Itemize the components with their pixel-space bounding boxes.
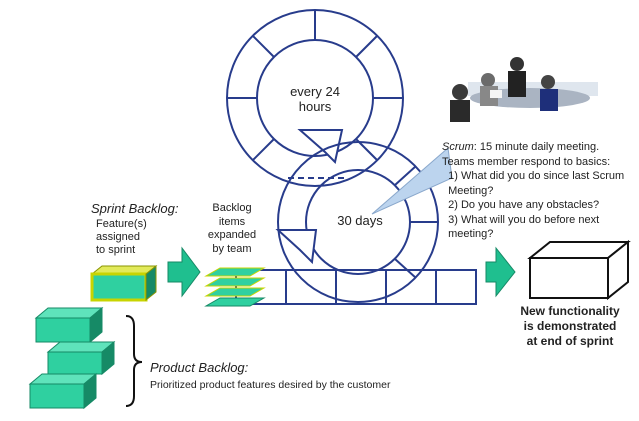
result-label: New functionality is demonstrated at end… — [506, 304, 634, 349]
scrum-callout-line3: Meeting? — [442, 184, 494, 197]
scrum-callout-title: Scrum: 15 minute daily meeting. — [442, 140, 636, 155]
scrum-callout-title-word: Scrum — [442, 141, 474, 153]
sprint-track — [235, 269, 477, 305]
scrum-callout-line4: 2) Do you have any obstacles? — [442, 199, 600, 211]
sprint-backlog-desc-line2: assigned — [96, 231, 141, 243]
scrum-callout-line6: meeting? — [442, 228, 494, 240]
product-backlog-title: Product Backlog: — [150, 360, 249, 375]
sprint-backlog-desc: Feature(s) assigned to sprint — [96, 218, 156, 257]
product-backlog-bracket — [125, 315, 143, 407]
result-box — [527, 239, 631, 301]
expanded-items-line1: Backlog — [212, 202, 252, 214]
scrum-callout-pointer — [371, 147, 453, 215]
result-label-line2: is demonstrated — [523, 319, 617, 333]
expanded-items-line4: by team — [212, 242, 252, 255]
daily-cycle-label-line1: every 24 — [290, 84, 340, 99]
result-label-line3: at end of sprint — [526, 334, 614, 348]
result-label-line1: New functionality — [520, 304, 620, 318]
sprint-backlog-desc-line1: Feature(s) — [96, 218, 147, 230]
expanded-items-line3: expanded — [207, 229, 257, 241]
scrum-callout-line5: 3) What will you do before next — [442, 213, 600, 226]
product-backlog-desc: Prioritized product features desired by … — [150, 379, 391, 391]
daily-cycle-label-line2: hours — [298, 99, 332, 114]
expanded-items-stack — [204, 267, 266, 307]
sprint-cycle-segments — [394, 165, 438, 279]
scrum-callout-title-rest: : 15 minute daily meeting. — [473, 141, 600, 153]
sprint-cycle-label: 30 days — [337, 213, 383, 228]
sprint-cycle-arrow — [275, 229, 318, 265]
expanded-items-line2: items — [218, 215, 246, 228]
result-arrow — [485, 246, 516, 298]
daily-cycle-label: every 24 hours — [278, 84, 352, 114]
scrum-callout: Scrum: 15 minute daily meeting. Teams me… — [442, 140, 636, 242]
scrum-callout-line2: 1) What did you do since last Scrum — [442, 170, 625, 182]
sprint-backlog-box — [90, 264, 158, 302]
sprint-backlog-arrow — [167, 246, 201, 298]
sprint-backlog-title: Sprint Backlog: — [91, 201, 179, 216]
product-backlog-blocks — [28, 306, 116, 410]
expanded-items-label: Backlog items expanded by team — [200, 202, 264, 256]
meeting-people-icon — [450, 57, 598, 122]
scrum-callout-line1: Teams member respond to basics: — [442, 155, 611, 168]
sprint-backlog-desc-line3: to sprint — [96, 244, 136, 256]
daily-cycle-arrow — [297, 129, 344, 165]
